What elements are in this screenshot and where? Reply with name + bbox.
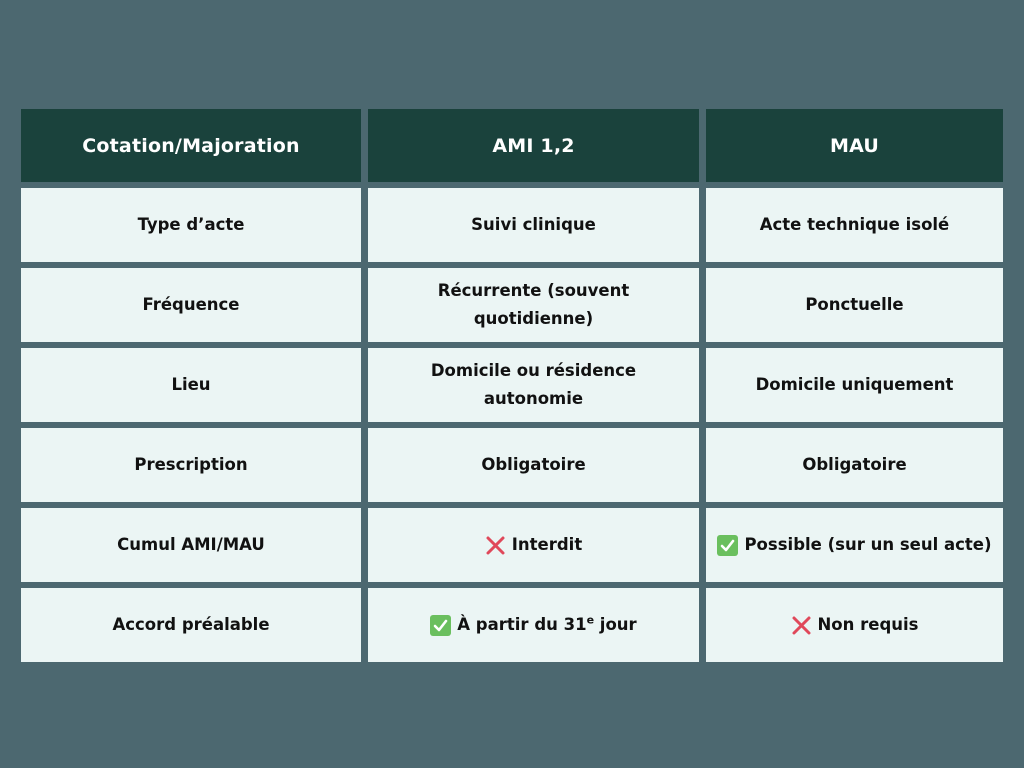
comparison-table: Cotation/Majoration AMI 1,2 MAU Type d’a… [21, 109, 1003, 662]
cell-text: Suivi clinique [471, 215, 596, 234]
row-label: Cumul AMI/MAU [21, 508, 361, 582]
mau-cell: Possible (sur un seul acte) [706, 508, 1003, 582]
header-mau: MAU [706, 109, 1003, 182]
row-label-text: Prescription [134, 455, 248, 474]
row-label-text: Cumul AMI/MAU [117, 535, 265, 554]
ami-cell: Obligatoire [368, 428, 699, 502]
row-label: Accord préalable [21, 588, 361, 662]
mau-cell: Ponctuelle [706, 268, 1003, 342]
header-label: Cotation/Majoration [82, 134, 300, 157]
row-label-text: Accord préalable [112, 615, 270, 634]
ami-cell: Interdit [368, 508, 699, 582]
cell-text: Obligatoire [481, 455, 586, 474]
mau-cell: Domicile uniquement [706, 348, 1003, 422]
cell-text-before: À partir du 31 [457, 615, 587, 634]
mau-cell: Non requis [706, 588, 1003, 662]
cell-text: À partir du 31e jour [457, 611, 636, 639]
ami-cell: À partir du 31e jour [368, 588, 699, 662]
cross-icon [485, 535, 506, 556]
row-label-text: Type d’acte [137, 215, 245, 234]
row-label-text: Fréquence [142, 295, 240, 314]
row-label: Type d’acte [21, 188, 361, 262]
row-label: Lieu [21, 348, 361, 422]
check-icon [717, 534, 739, 556]
cell-text: Obligatoire [802, 455, 907, 474]
cell-text: Acte technique isolé [759, 215, 950, 234]
ami-cell: Domicile ou résidence autonomie [368, 348, 699, 422]
cross-icon [791, 615, 812, 636]
row-label-text: Lieu [171, 375, 211, 394]
cell-text: Domicile ou résidence autonomie [430, 361, 637, 408]
ami-cell: Récurrente (souvent quotidienne) [368, 268, 699, 342]
header-label: AMI 1,2 [492, 134, 575, 157]
cell-text: Interdit [511, 535, 583, 554]
ami-cell: Suivi clinique [368, 188, 699, 262]
cell-text: Récurrente (souvent quotidienne) [437, 281, 630, 328]
header-cotation: Cotation/Majoration [21, 109, 361, 182]
cell-text: Domicile uniquement [755, 375, 954, 394]
cell-text: Ponctuelle [805, 295, 904, 314]
mau-cell: Obligatoire [706, 428, 1003, 502]
ordinal-suffix: e [586, 613, 595, 627]
header-label: MAU [829, 134, 880, 157]
row-label: Fréquence [21, 268, 361, 342]
mau-cell: Acte technique isolé [706, 188, 1003, 262]
header-ami: AMI 1,2 [368, 109, 699, 182]
cell-text: Possible (sur un seul acte) [744, 535, 992, 554]
cell-text: Non requis [817, 615, 919, 634]
row-label: Prescription [21, 428, 361, 502]
check-icon [430, 614, 452, 636]
cell-text-after: jour [594, 615, 637, 634]
